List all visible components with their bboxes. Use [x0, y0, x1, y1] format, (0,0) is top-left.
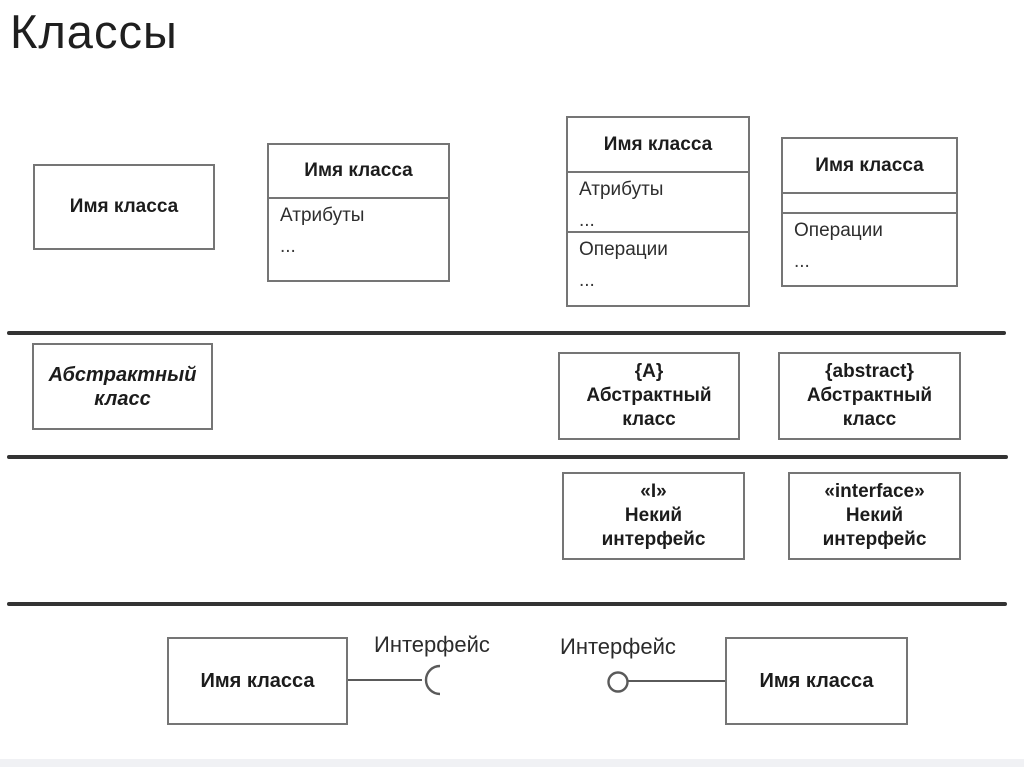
- interface-box-interface-stereotype: «interface» Некий интерфейс: [788, 472, 961, 560]
- operations-label: Операции: [579, 239, 668, 260]
- operations-compartment: Операции ...: [783, 212, 956, 285]
- class-box-required-interface: Имя класса: [167, 637, 348, 725]
- attributes-label: Атрибуты: [579, 179, 664, 200]
- interface-name-line2: интерфейс: [601, 529, 706, 550]
- abstract-class-line2: класс: [842, 409, 897, 430]
- abstract-class-line2: класс: [94, 387, 151, 410]
- stereotype-label: «I»: [640, 481, 667, 502]
- ellipsis-label: ...: [794, 251, 810, 272]
- connector-line: [348, 679, 422, 681]
- abstract-class-line1: Абстрактный: [586, 385, 712, 406]
- class-name-label: Имя класса: [200, 670, 315, 692]
- empty-compartment: [783, 192, 956, 212]
- section-divider: [7, 602, 1007, 606]
- interface-label: Интерфейс: [374, 632, 490, 657]
- abstract-class-line1: Абстрактный: [48, 363, 197, 386]
- interface-name-line1: Некий: [624, 505, 683, 526]
- class-name-label: Имя класса: [304, 160, 413, 181]
- abstract-tag-label: {A}: [634, 361, 664, 382]
- attributes-label: Атрибуты: [280, 205, 365, 226]
- stereotype-label: «interface»: [824, 481, 925, 502]
- connector-line: [628, 680, 725, 682]
- abstract-class-line1: Абстрактный: [806, 385, 933, 406]
- class-name-label: Имя класса: [603, 133, 713, 155]
- section-divider: [7, 331, 1006, 335]
- class-box-attributes-operations: Имя класса Атрибуты ... Операции ...: [566, 116, 750, 307]
- abstract-class-box-abstract-tag: {abstract} Абстрактный класс: [778, 352, 961, 440]
- attributes-compartment: Атрибуты ...: [568, 171, 748, 231]
- ellipsis-label: ...: [579, 270, 595, 291]
- interface-box-i-stereotype: «I» Некий интерфейс: [562, 472, 745, 560]
- ellipsis-label: ...: [280, 236, 296, 257]
- class-name-label: Имя класса: [69, 196, 179, 217]
- operations-label: Операции: [794, 220, 883, 241]
- class-box-with-attributes: Имя класса Атрибуты ...: [267, 143, 450, 282]
- section-divider: [7, 455, 1008, 459]
- class-box-operations-only: Имя класса Операции ...: [781, 137, 958, 287]
- interface-label: Интерфейс: [560, 634, 676, 659]
- class-box-simple: Имя класса: [33, 164, 215, 250]
- bottom-edge-strip: [0, 759, 1024, 767]
- abstract-class-line2: класс: [622, 409, 676, 430]
- abstract-class-box-a-tag: {A} Абстрактный класс: [558, 352, 740, 440]
- operations-compartment: Операции ...: [568, 231, 748, 305]
- class-box-provided-interface: Имя класса: [725, 637, 908, 725]
- socket-interface-icon: [414, 663, 448, 702]
- ball-interface-icon: [606, 670, 630, 699]
- ellipsis-label: ...: [579, 210, 595, 231]
- abstract-tag-label: {abstract}: [825, 361, 914, 382]
- abstract-class-box-italic: Абстрактный класс: [32, 343, 213, 430]
- attributes-compartment: Атрибуты ...: [269, 197, 448, 280]
- class-name-label: Имя класса: [759, 670, 874, 692]
- page-title: Классы: [10, 5, 178, 58]
- class-name-label: Имя класса: [815, 154, 924, 176]
- interface-name-line1: Некий: [845, 505, 904, 526]
- interface-name-line2: интерфейс: [822, 529, 927, 550]
